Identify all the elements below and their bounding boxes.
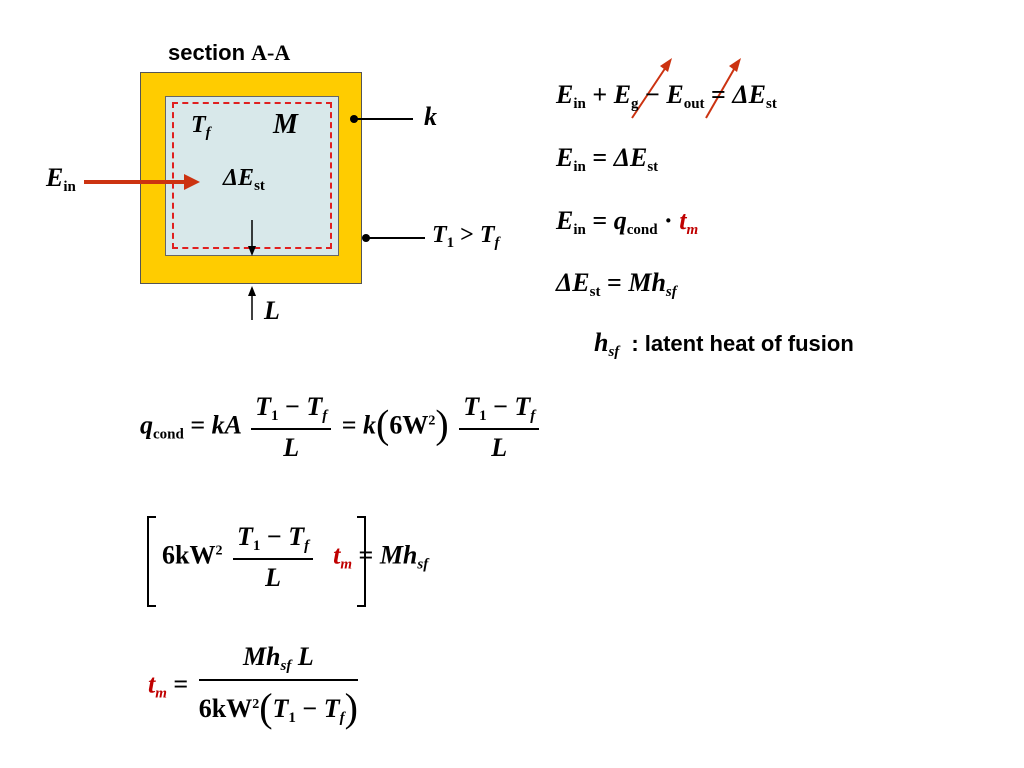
fraction-melt-time: Mhsf L 6kW2(T1 − Tf) xyxy=(198,642,358,730)
label-l: L xyxy=(264,296,280,325)
fraction-bracket: T1 − Tf L xyxy=(232,522,314,593)
section-label: A-A xyxy=(251,40,291,65)
label-e-in: Ein xyxy=(46,163,76,195)
ein-qcond-equation: Ein = qcond · tm xyxy=(556,206,699,238)
label-delta-e-st: ΔEst xyxy=(223,165,265,194)
fraction-t1-tf-over-l: T1 − Tf L xyxy=(251,392,332,463)
section-word: section xyxy=(168,40,246,65)
dest-mhsf-equation: ΔEst = Mhsf xyxy=(556,268,677,300)
ein-equals-dest-equation: Ein = ΔEst xyxy=(556,143,659,175)
melt-time-equation: tm = Mhsf L 6kW2(T1 − Tf) xyxy=(148,642,358,730)
latent-heat-note: hsf : latent heat of fusion xyxy=(594,328,854,360)
eout-strike-head xyxy=(729,58,741,72)
l-arrow-up-head xyxy=(248,286,256,296)
label-t1-gt-tf: T1 > Tf xyxy=(432,222,500,251)
eg-strike-head xyxy=(660,58,672,72)
bracket-equation: 6kW2 T1 − Tf L tm = Mhsf xyxy=(162,522,429,593)
qcond-equation: qcond = kA T1 − Tf L = k(6W2) T1 − Tf L xyxy=(140,392,543,463)
label-tf: Tf xyxy=(191,112,211,141)
section-title: section A-A xyxy=(168,40,290,66)
left-bracket xyxy=(147,516,156,607)
fraction-t1-tf-over-l-2: T1 − Tf L xyxy=(459,392,540,463)
t1-leader-dot xyxy=(362,234,370,242)
label-m: M xyxy=(273,109,298,140)
energy-balance-equation: Ein + Eg − Eout = ΔEst xyxy=(556,80,777,112)
label-k: k xyxy=(424,102,437,131)
